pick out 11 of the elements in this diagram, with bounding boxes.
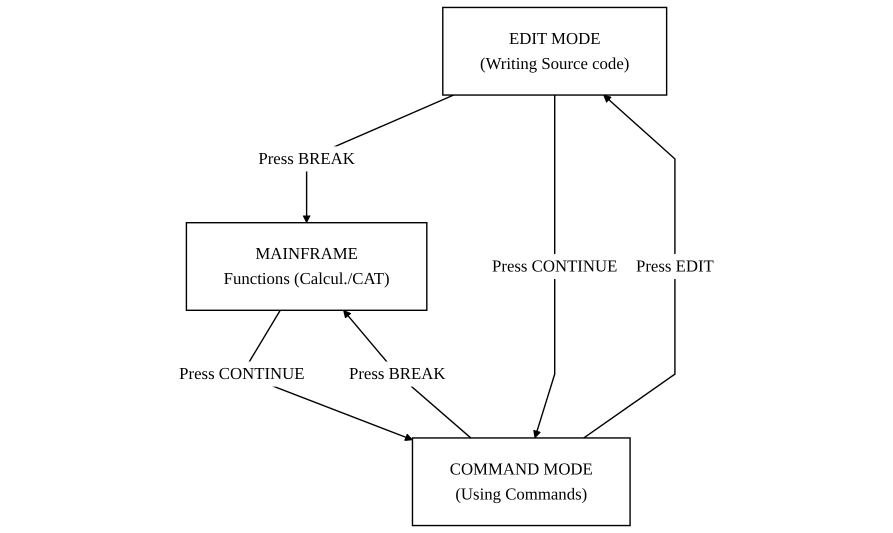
node-box: MAINFRAME Functions (Calcul./CAT) <box>186 222 428 311</box>
node-box: COMMAND MODE (Using Commands) <box>412 437 631 526</box>
edge-label: Press CONTINUE <box>179 364 305 383</box>
edge-label: Press BREAK <box>349 364 446 383</box>
edge-label: Press CONTINUE <box>492 256 618 276</box>
arrow <box>583 94 676 439</box>
edge-label: Press EDIT <box>636 256 714 276</box>
arrow <box>533 95 556 438</box>
arrow <box>343 310 472 438</box>
node-box: EDIT MODE (Writing Source code) <box>442 6 668 96</box>
edge-label: Press BREAK <box>258 149 355 168</box>
